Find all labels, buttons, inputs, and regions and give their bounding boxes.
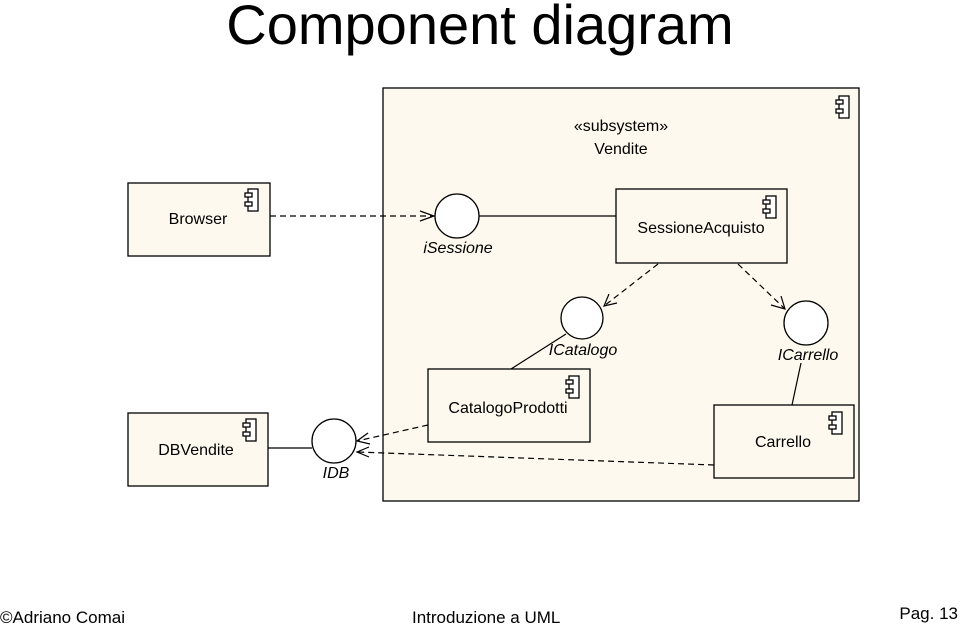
interface-idb-label: IDB: [323, 465, 350, 482]
interface-icarrello-label: ICarrello: [778, 347, 839, 364]
component-browser-label: Browser: [169, 211, 228, 228]
arrowhead: [770, 295, 786, 310]
component-carrello-label: Carrello: [755, 434, 811, 451]
dependency-sessione-icatalogo: [603, 263, 659, 307]
arrowhead: [355, 432, 371, 445]
realization-icarrello: [791, 362, 802, 406]
interface-icarrello: [783, 300, 829, 346]
subsystem-stereotype: «subsystem»: [574, 118, 668, 135]
interface-icatalogo-label: ICatalogo: [549, 342, 618, 359]
realization-icatalogo: [510, 333, 567, 370]
interface-icatalogo: [560, 296, 604, 340]
slide-title: Component diagram: [226, 0, 734, 56]
footer-page: Pag. 13: [899, 604, 958, 623]
component-catalogo-prodotti-label: CatalogoProdotti: [448, 400, 567, 417]
component-dbvendite-label: DBVendite: [158, 442, 234, 459]
subsystem-name: Vendite: [594, 141, 647, 158]
arrowhead: [602, 293, 618, 307]
footer-author: ©Adriano Comai: [0, 608, 125, 627]
arrowhead: [419, 210, 436, 222]
interface-isessione-label: iSessione: [423, 240, 492, 257]
interface-idb: [311, 418, 357, 464]
component-sessione-acquisto: [615, 188, 788, 264]
interface-isessione: [434, 193, 480, 239]
dependency-sessione-icarrello: [737, 263, 786, 310]
arrowhead: [355, 446, 370, 458]
dependency-catalogo-idb: [356, 424, 429, 442]
component-catalogo-prodotti: [427, 368, 591, 443]
component-sessione-acquisto-label: SessioneAcquisto: [637, 220, 764, 237]
footer-course: Introduzione a UML: [412, 608, 561, 627]
